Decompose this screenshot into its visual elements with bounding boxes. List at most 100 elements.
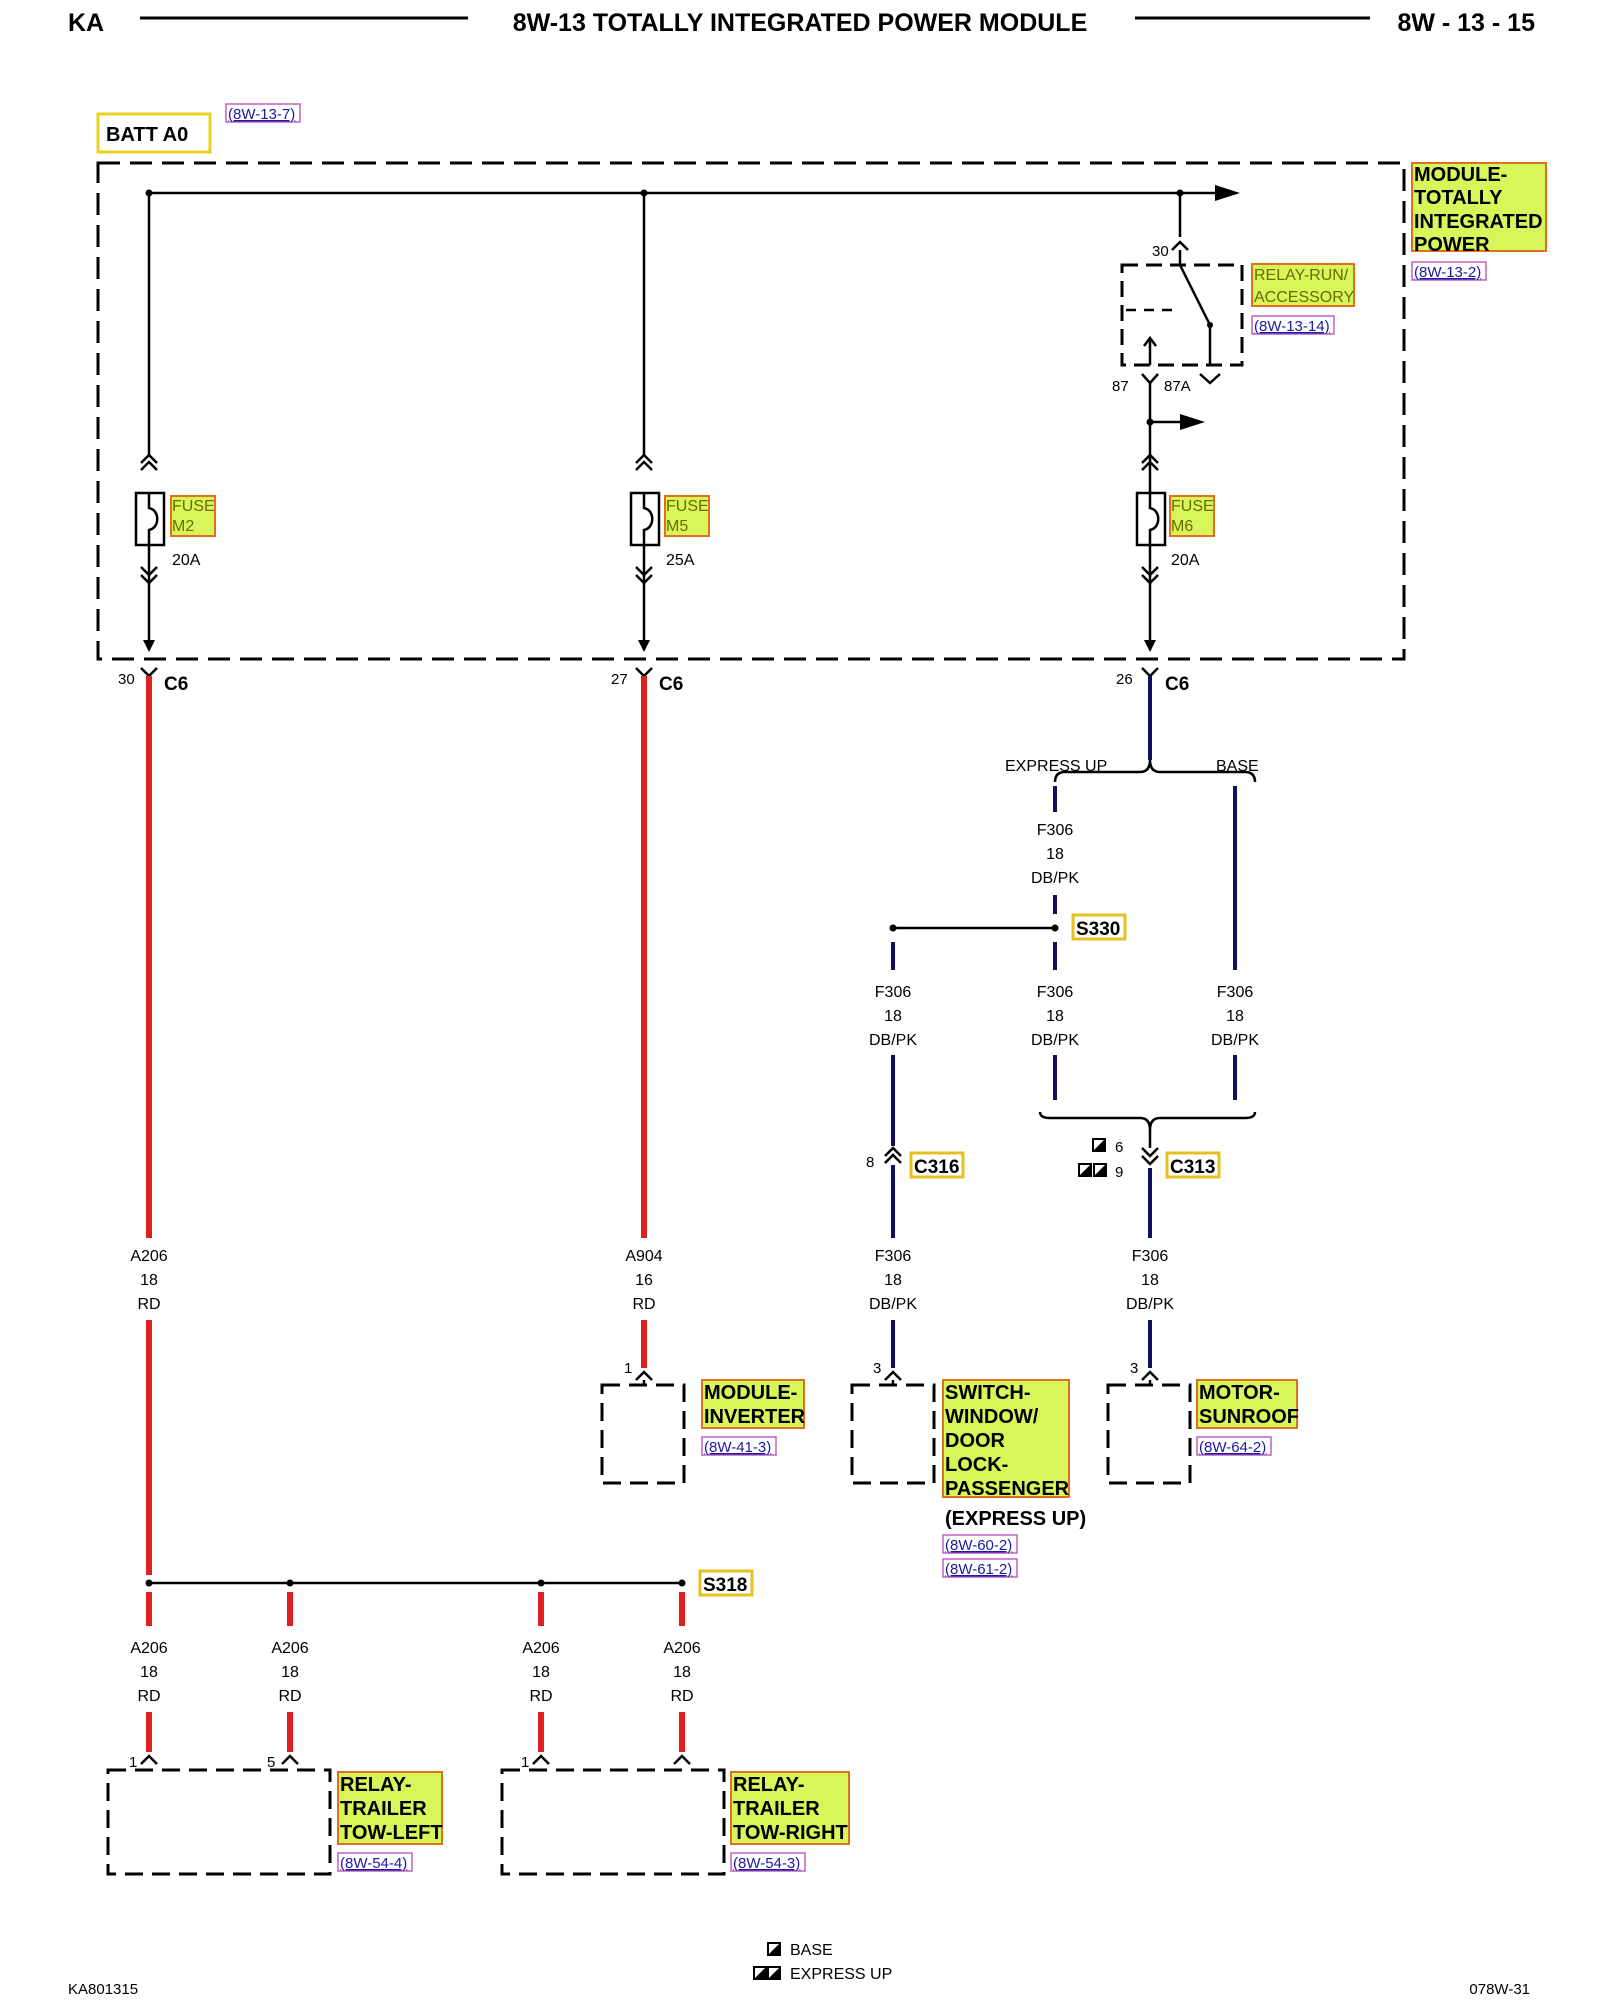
tow-right-box <box>500 1768 726 1876</box>
wire-f306-sunroof-color: DB/PK <box>1126 1296 1174 1313</box>
module-label-2: TOTALLY <box>1414 187 1503 209</box>
wire-f306-base-color: DB/PK <box>1211 1032 1259 1049</box>
inverter-label-2: INVERTER <box>704 1406 806 1428</box>
drop3-circuit: A206 <box>522 1640 559 1657</box>
relay-box <box>1120 263 1244 367</box>
relay-output-arrow-icon <box>1180 414 1205 430</box>
tow-right-label-2: TRAILER <box>733 1798 820 1820</box>
inverter-box <box>600 1383 686 1485</box>
relay-pin-87a: 87A <box>1164 378 1191 395</box>
wire-a206-circuit: A206 <box>130 1248 167 1265</box>
fuse-m6-name: FUSE <box>1171 498 1214 515</box>
wire-a904-color: RD <box>632 1296 655 1313</box>
sunroof-pin: 3 <box>1130 1360 1138 1377</box>
tow-right-label-1: RELAY- <box>733 1774 805 1796</box>
drop1-circuit: A206 <box>130 1640 167 1657</box>
tow-left-ref-link[interactable]: (8W-54-4) <box>340 1855 407 1872</box>
wire-f306-switch-circuit: F306 <box>875 984 912 1001</box>
relay-pin-30: 30 <box>1152 243 1169 260</box>
tow-right-pin-1: 1 <box>521 1754 529 1771</box>
legend-base: BASE <box>790 1942 833 1959</box>
fuse-m6-rating: 20A <box>1171 552 1200 569</box>
switch-ref-link-1[interactable]: (8W-60-2) <box>945 1537 1012 1554</box>
c6-label-2: C6 <box>659 674 683 695</box>
page-title: 8W-13 TOTALLY INTEGRATED POWER MODULE <box>513 9 1088 37</box>
switch-pin: 3 <box>873 1360 881 1377</box>
drop3-color: RD <box>529 1688 552 1705</box>
drop2-circuit: A206 <box>271 1640 308 1657</box>
sunroof-ref-link[interactable]: (8W-64-2) <box>1199 1439 1266 1456</box>
fuse-m5-rating: 25A <box>666 552 695 569</box>
tow-left-label-3: TOW-LEFT <box>340 1822 443 1844</box>
fuse-m5-id: M5 <box>666 518 688 535</box>
drop3-gauge: 18 <box>532 1664 550 1681</box>
split-express-label: EXPRESS UP <box>1005 758 1107 775</box>
tow-left-pin-5: 5 <box>267 1754 275 1771</box>
inverter-pin: 1 <box>624 1360 632 1377</box>
c6-label-1: C6 <box>164 674 188 695</box>
wire-f306-s330-circuit: F306 <box>1037 984 1074 1001</box>
c313-label: C313 <box>1170 1157 1215 1178</box>
tow-right-label-3: TOW-RIGHT <box>733 1822 848 1844</box>
page-number: 8W - 13 - 15 <box>1397 9 1535 37</box>
wire-f306-switch-gauge: 18 <box>884 1008 902 1025</box>
splice-s318-label: S318 <box>703 1575 747 1596</box>
c316-pin: 8 <box>866 1154 874 1171</box>
relay-ref-link[interactable]: (8W-13-14) <box>1254 318 1330 335</box>
c6-pin-26: 26 <box>1116 671 1133 688</box>
sunroof-box <box>1106 1383 1192 1485</box>
c6-pin-27: 27 <box>611 671 628 688</box>
switch-box <box>850 1383 936 1485</box>
fuse-m6-id: M6 <box>1171 518 1193 535</box>
switch-ref-link-2[interactable]: (8W-61-2) <box>945 1561 1012 1578</box>
switch-label-4: LOCK- <box>945 1454 1008 1476</box>
footer-right: 078W-31 <box>1469 1981 1530 1998</box>
module-label-1: MODULE- <box>1414 164 1507 186</box>
fuse-m5-name: FUSE <box>666 498 709 515</box>
header-left: KA <box>68 9 104 37</box>
c316-label: C316 <box>914 1157 959 1178</box>
switch-note: (EXPRESS UP) <box>945 1508 1086 1530</box>
tow-left-label-1: RELAY- <box>340 1774 412 1796</box>
bus-arrow-icon <box>1215 185 1240 201</box>
tow-left-box <box>106 1768 332 1876</box>
drop1-color: RD <box>137 1688 160 1705</box>
relay-pin-87: 87 <box>1112 378 1129 395</box>
wire-f306-s330-color: DB/PK <box>1031 1032 1079 1049</box>
tow-left-pin-1: 1 <box>129 1754 137 1771</box>
drop4-circuit: A206 <box>663 1640 700 1657</box>
module-ref-link[interactable]: (8W-13-2) <box>1414 264 1481 281</box>
tipm-module-outline <box>96 161 1406 661</box>
drop2-gauge: 18 <box>281 1664 299 1681</box>
fuse-m2-rating: 20A <box>172 552 201 569</box>
drop4-color: RD <box>670 1688 693 1705</box>
wire-a904-circuit: A904 <box>625 1248 662 1265</box>
c6-pin-30: 30 <box>118 671 135 688</box>
wire-f306-sunroof-gauge: 18 <box>1141 1272 1159 1289</box>
inverter-ref-link[interactable]: (8W-41-3) <box>704 1439 771 1456</box>
wire-a206-color: RD <box>137 1296 160 1313</box>
batt-ref-link[interactable]: (8W-13-7) <box>228 106 295 123</box>
legend-express: EXPRESS UP <box>790 1966 892 1983</box>
wire-f306-express-gauge: 18 <box>1046 846 1064 863</box>
wire-f306-base-gauge: 18 <box>1226 1008 1244 1025</box>
wire-f306-switch2-gauge: 18 <box>884 1272 902 1289</box>
splice-s330-label: S330 <box>1076 919 1120 940</box>
wire-a206-gauge: 18 <box>140 1272 158 1289</box>
wire-f306-switch2-circuit: F306 <box>875 1248 912 1265</box>
relay-label-1: RELAY-RUN/ <box>1254 267 1349 284</box>
sunroof-label-1: MOTOR- <box>1199 1382 1280 1404</box>
tow-right-ref-link[interactable]: (8W-54-3) <box>733 1855 800 1872</box>
wire-f306-switch2-color: DB/PK <box>869 1296 917 1313</box>
split-base-label: BASE <box>1216 758 1259 775</box>
sunroof-label-2: SUNROOF <box>1199 1406 1299 1428</box>
c313-pin-express: 9 <box>1115 1164 1123 1181</box>
drop2-color: RD <box>278 1688 301 1705</box>
module-label-3: INTEGRATED <box>1414 211 1543 233</box>
wire-f306-sunroof-circuit: F306 <box>1132 1248 1169 1265</box>
wire-f306-express-circuit: F306 <box>1037 822 1074 839</box>
fuse-m2-id: M2 <box>172 518 194 535</box>
wire-a904-gauge: 16 <box>635 1272 653 1289</box>
batt-label: BATT A0 <box>106 124 188 146</box>
